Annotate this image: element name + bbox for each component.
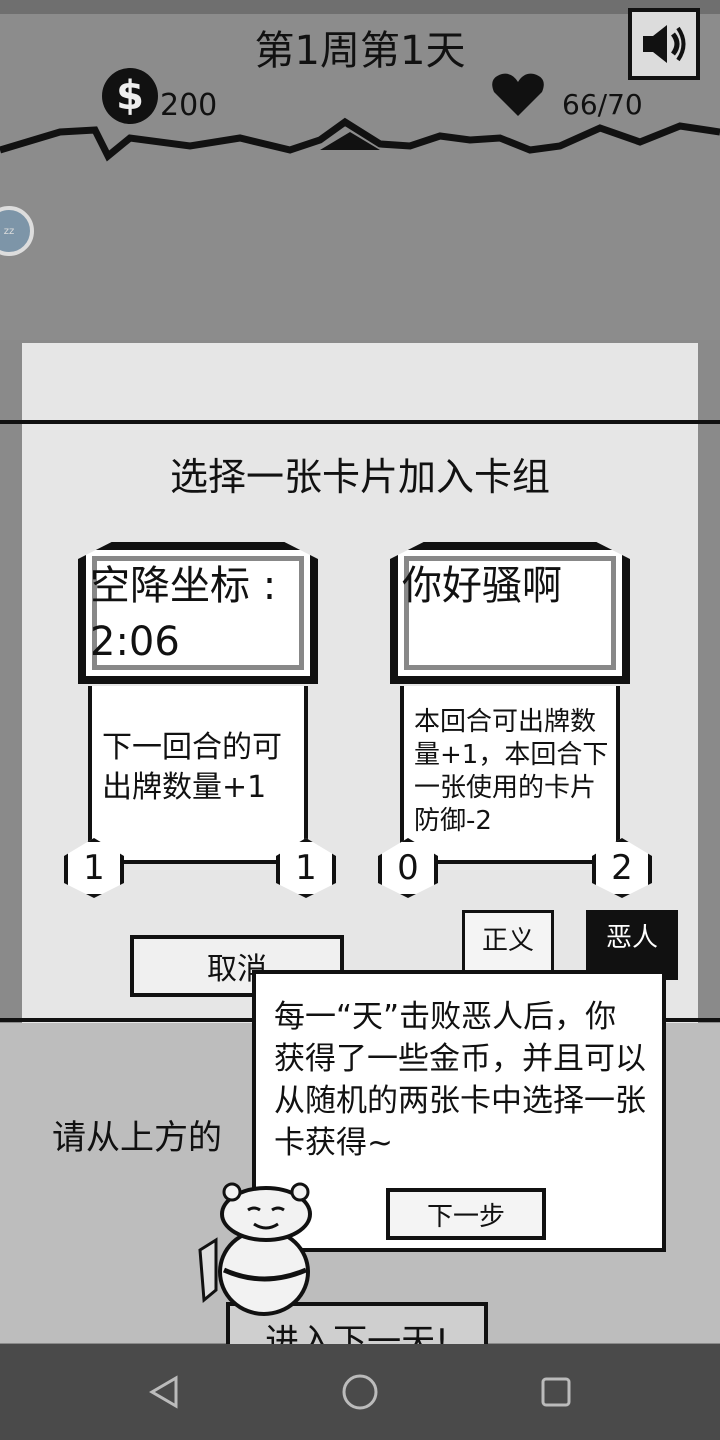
card-header (78, 542, 318, 684)
gold-value: 200 (160, 88, 218, 123)
next-step-button[interactable]: 下一步 (386, 1188, 546, 1240)
day-title: 第1周第1天 (254, 28, 466, 74)
card-description: 下一回合的可出牌数量+1 (102, 730, 282, 805)
panel-divider (0, 420, 720, 424)
cancel-button[interactable]: 取消 (130, 935, 344, 997)
card-option-2[interactable]: 你好骚啊 本回合可出牌数量+1，本回合下一张使用的卡片防御-2 0 2 (378, 538, 652, 918)
card-name: 空降坐标 : 2:06 (90, 563, 277, 665)
home-circle-icon (342, 1374, 378, 1410)
home-button[interactable] (332, 1364, 388, 1420)
mountain-line (0, 117, 720, 162)
card-header (390, 542, 630, 684)
speaker-icon (643, 25, 686, 63)
back-triangle-icon (149, 1375, 178, 1409)
mascot-character (198, 1182, 312, 1316)
panel-title: 选择一张卡片加入卡组 (169, 455, 550, 499)
heart-icon (492, 73, 544, 116)
top-area (0, 0, 720, 340)
card-value-badge: 2 (592, 838, 652, 898)
sound-button[interactable] (628, 8, 700, 80)
status-bar (0, 0, 720, 14)
tab-villain[interactable]: 恶人 (586, 910, 678, 980)
card-body: 下一回合的可出牌数量+1 (88, 686, 308, 864)
card-description: 本回合可出牌数量+1，本回合下一张使用的卡片防御-2 (414, 707, 609, 836)
card-option-1[interactable]: 空降坐标 : 2:06 下一回合的可出牌数量+1 1 1 (64, 538, 336, 918)
tab-hero[interactable]: 正义 (462, 910, 554, 980)
tutorial-text: 每一“天”击败恶人后，你获得了一些金币，并且可以从随机的两张卡中选择一张卡获得~ (274, 999, 646, 1161)
coin-icon: $ (102, 68, 158, 124)
back-button[interactable] (136, 1364, 192, 1420)
recents-square-icon (541, 1377, 571, 1407)
card-name: 你好骚啊 (402, 563, 562, 609)
hint-text: 请从上方的 (52, 1118, 222, 1158)
card-body: 本回合可出牌数量+1，本回合下一张使用的卡片防御-2 (400, 686, 620, 864)
hp-value: 66/70 (562, 88, 643, 121)
navigation-bar (0, 1344, 720, 1440)
recents-button[interactable] (528, 1364, 584, 1420)
